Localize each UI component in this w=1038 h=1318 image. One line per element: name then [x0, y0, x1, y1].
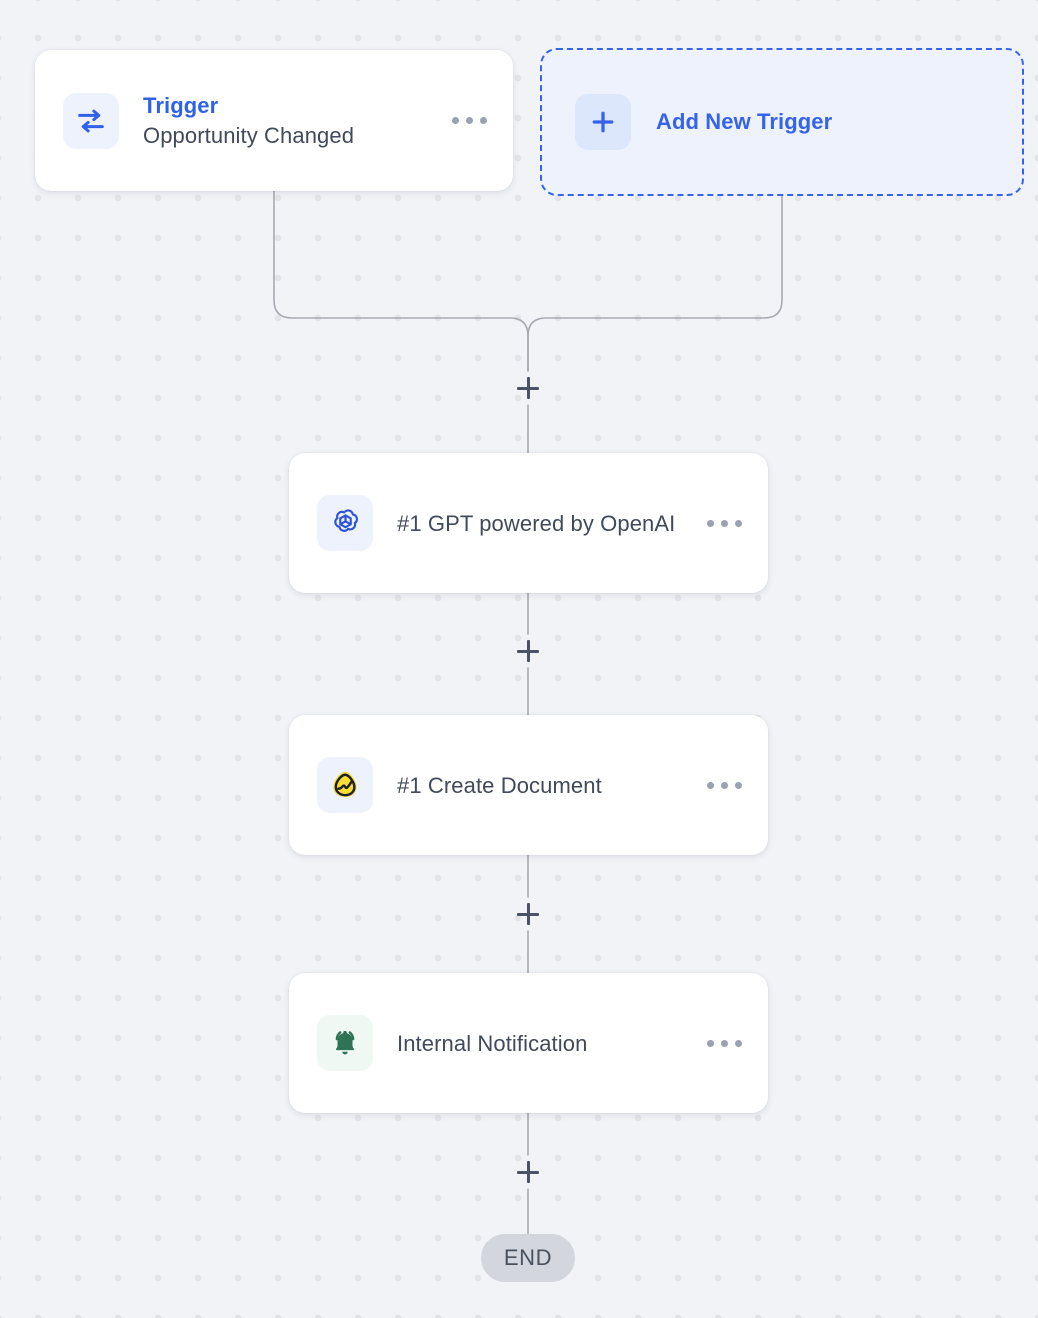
- bell-icon: [317, 1015, 373, 1071]
- add-step-plus-icon-2[interactable]: [511, 634, 545, 668]
- step-node-gpt[interactable]: #1 GPT powered by OpenAI: [289, 453, 768, 593]
- step-node-gpt-text: #1 GPT powered by OpenAI: [397, 509, 703, 538]
- step-title: Internal Notification: [397, 1030, 588, 1056]
- add-new-trigger-label: Add New Trigger: [656, 109, 833, 134]
- trigger-node-text: Trigger Opportunity Changed: [143, 91, 448, 151]
- add-step-plus-icon-4[interactable]: [511, 1155, 545, 1189]
- trigger-overflow-menu-icon[interactable]: [448, 107, 491, 134]
- step-node-create-document-text: #1 Create Document: [397, 771, 703, 800]
- trigger-node[interactable]: Trigger Opportunity Changed: [35, 50, 513, 191]
- step-node-create-document[interactable]: #1 Create Document: [289, 715, 768, 855]
- openai-logo-icon: [317, 495, 373, 551]
- trigger-name: Opportunity Changed: [143, 122, 355, 148]
- gpt-overflow-menu-icon[interactable]: [703, 510, 746, 537]
- trigger-label: Trigger: [143, 92, 219, 118]
- transfer-arrows-icon: [63, 92, 119, 149]
- end-badge: END: [481, 1234, 575, 1282]
- step-title: #1 Create Document: [397, 772, 602, 798]
- step-title: #1 GPT powered by OpenAI: [397, 510, 676, 536]
- step-node-internal-notification[interactable]: Internal Notification: [289, 973, 768, 1113]
- add-step-plus-icon-3[interactable]: [511, 897, 545, 931]
- pandadoc-logo-icon: [317, 757, 373, 813]
- create-document-overflow-menu-icon[interactable]: [703, 772, 746, 799]
- internal-notification-overflow-menu-icon[interactable]: [703, 1030, 746, 1057]
- add-new-trigger-button[interactable]: Add New Trigger: [540, 48, 1024, 196]
- plus-icon: [575, 94, 631, 150]
- add-step-plus-icon-1[interactable]: [511, 371, 545, 405]
- step-node-internal-notification-text: Internal Notification: [397, 1029, 703, 1058]
